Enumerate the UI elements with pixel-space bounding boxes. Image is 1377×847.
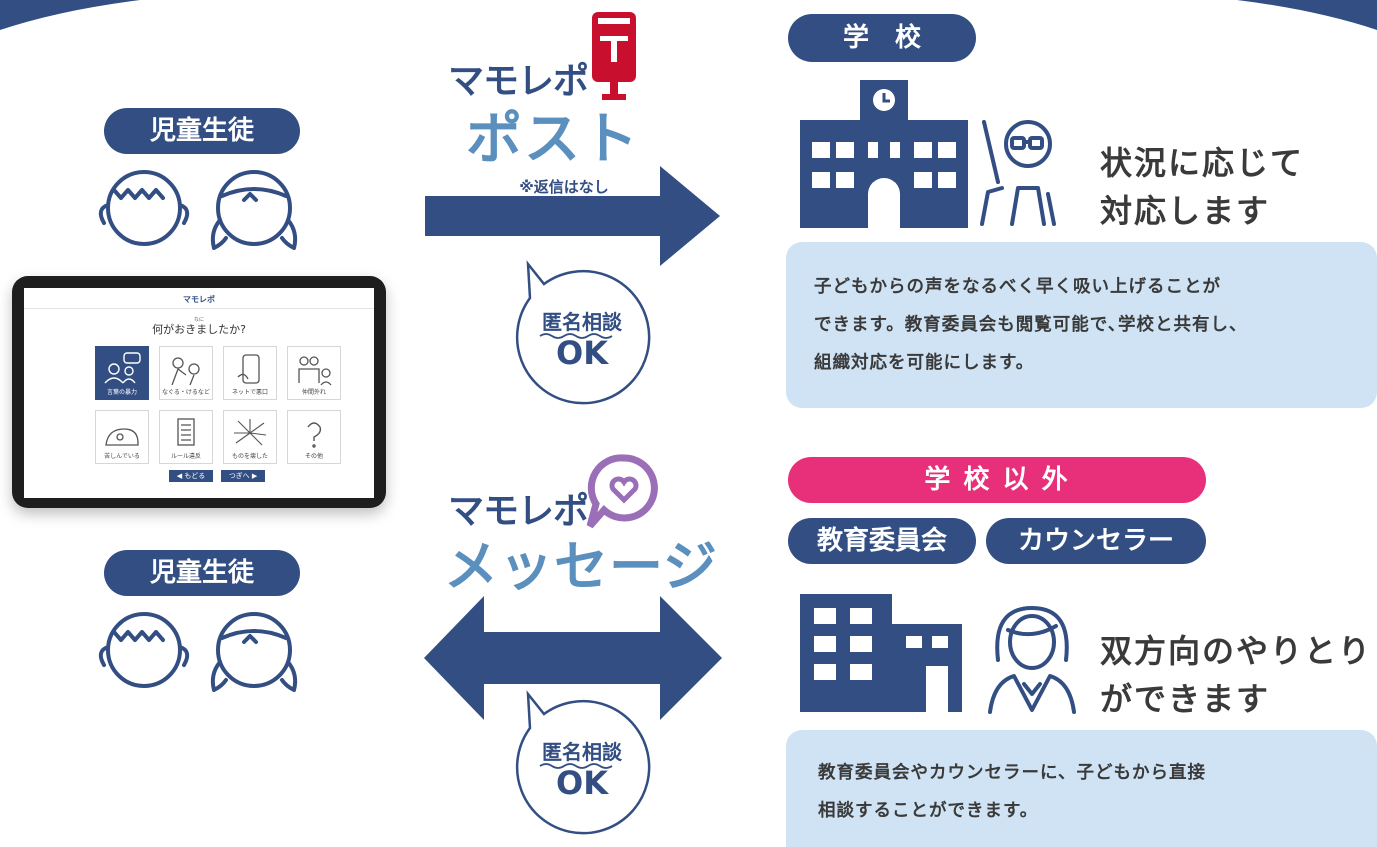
- school-desc-line1: 子どもからの声をなるべく早く吸い上げることが: [814, 277, 1221, 297]
- tile-label: ものを壊した: [231, 453, 268, 460]
- other-description-box: 教育委員会やカウンセラーに、子どもから直接 相談することができます。: [786, 730, 1377, 847]
- office-building-icon: [800, 594, 962, 712]
- tablet-ruby: なに: [193, 317, 204, 323]
- counselor-icon: [988, 606, 1076, 714]
- teacher-icon: [980, 120, 1056, 226]
- tile-label: その他: [304, 453, 323, 460]
- tile-label: 言葉の暴力: [106, 389, 137, 396]
- tile-exclusion[interactable]: 仲間外れ: [287, 346, 341, 400]
- crouch-icon: [105, 428, 139, 446]
- tile-label: ネットで悪口: [231, 389, 268, 396]
- post-bubble-anonymous: 匿名相談: [542, 310, 622, 334]
- document-icon: [177, 418, 195, 446]
- message-brand: マモレポ: [448, 491, 589, 532]
- mailbox-icon: [592, 12, 636, 100]
- tile-label: 仲間外れ: [301, 389, 326, 396]
- children-faces-bottom-icon: [98, 612, 298, 692]
- tile-other[interactable]: その他: [287, 410, 341, 464]
- tag-board-of-education: 教育委員会: [788, 518, 976, 564]
- children-faces-top-icon: [98, 170, 298, 250]
- top-left-swoosh: [0, 0, 140, 30]
- exclusion-icon: [298, 356, 332, 386]
- arrow-right-icon: [425, 166, 720, 266]
- post-product: ポスト: [466, 107, 640, 172]
- school-headline-line1: 状況に応じて: [1100, 144, 1305, 182]
- tile-label: 苦しんでいる: [104, 453, 140, 460]
- tile-label: ルール違反: [170, 453, 201, 460]
- tablet-question: 何がおきましたか?: [152, 323, 246, 336]
- speech-bubble-message: [515, 690, 651, 835]
- school-description-box: 子どもからの声をなるべく早く吸い上げることが できます。教育委員会も閲覧可能で､…: [786, 242, 1377, 408]
- tile-label: なぐる・けるなど: [162, 389, 210, 396]
- other-headline-line1: 双方向のやりとり: [1100, 632, 1373, 670]
- tag-counselor: カウンセラー: [986, 518, 1206, 564]
- other-desc-line2: 相談することができます。: [818, 801, 1039, 821]
- question-icon: [307, 422, 322, 448]
- hit-icon: [171, 357, 200, 386]
- message-bubble-anonymous: 匿名相談: [542, 740, 622, 764]
- school-label: 学 校: [788, 14, 976, 62]
- speech-bubble-post: [515, 260, 651, 405]
- phone-icon: [237, 354, 260, 384]
- broken-glass-icon: [234, 419, 267, 446]
- post-brand: マモレポ: [448, 61, 589, 102]
- arrow-bidirectional-icon: [424, 596, 722, 720]
- tile-online-abuse[interactable]: ネットで悪口: [223, 346, 277, 400]
- heart-chat-icon: [586, 454, 658, 529]
- tablet-frame: マモレポ なに 何がおきましたか? 言葉の暴力 なぐる・けるなど ネッ: [12, 276, 386, 508]
- school-desc-line2: できます。教育委員会も閲覧可能で､学校と共有し、: [814, 315, 1248, 335]
- other-desc-line1: 教育委員会やカウンセラーに、子どもから直接: [818, 763, 1206, 783]
- students-label-bottom: 児童生徒: [104, 550, 300, 596]
- tablet-screen: マモレポ なに 何がおきましたか? 言葉の暴力 なぐる・けるなど ネッ: [24, 288, 374, 498]
- tablet-header-divider: [24, 308, 374, 309]
- tile-rule-violation[interactable]: ルール違反: [159, 410, 213, 464]
- school-desc-line3: 組織対応を可能にします。: [814, 353, 1035, 373]
- tile-violence[interactable]: なぐる・けるなど: [159, 346, 213, 400]
- school-headline-line2: 対応します: [1100, 192, 1271, 230]
- post-note: ※返信はなし: [519, 178, 609, 196]
- students-label-top: 児童生徒: [104, 108, 300, 154]
- tablet-app-logo: マモレポ: [183, 295, 215, 304]
- speech-people-icon: [104, 352, 141, 384]
- tile-broke-something[interactable]: ものを壊した: [223, 410, 277, 464]
- tile-verbal-abuse[interactable]: 言葉の暴力: [95, 346, 149, 400]
- other-label: 学 校 以 外: [788, 457, 1206, 503]
- other-headline-line2: ができます: [1100, 680, 1271, 718]
- message-bubble-ok: OK: [556, 764, 608, 802]
- back-button[interactable]: ◀ もどる: [169, 470, 213, 482]
- tablet-tile-grid: 言葉の暴力 なぐる・けるなど ネットで悪口 仲間外れ: [95, 346, 341, 466]
- next-button[interactable]: つぎへ ▶: [221, 470, 265, 482]
- post-bubble-ok: OK: [556, 334, 608, 372]
- tile-suffering[interactable]: 苦しんでいる: [95, 410, 149, 464]
- school-building-icon: [800, 80, 968, 228]
- top-right-swoosh: [1237, 0, 1377, 30]
- message-product: メッセージ: [444, 535, 718, 598]
